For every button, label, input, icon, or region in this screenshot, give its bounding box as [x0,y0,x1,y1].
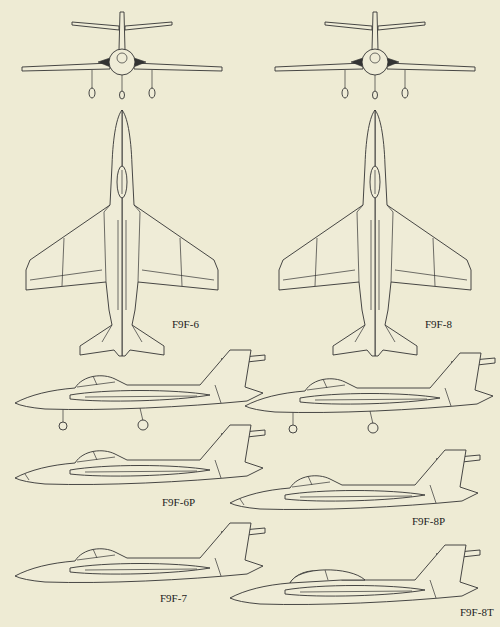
side-view [230,545,480,605]
variant-label: F9F-8P [410,515,447,528]
side-view [15,350,265,430]
side-view [15,425,265,485]
variant-label: F9F-7 [158,592,189,605]
side-view [15,523,265,583]
front-view [275,12,475,99]
top-view [279,110,471,356]
variant-label: F9F-6P [160,496,197,509]
variant-label: F9F-6 [170,318,201,331]
front-view [22,12,222,99]
top-view [26,110,218,356]
variant-label: F9F-8T [458,606,496,619]
side-view [230,450,480,510]
side-view [245,353,495,433]
variant-label: F9F-8 [423,318,454,331]
